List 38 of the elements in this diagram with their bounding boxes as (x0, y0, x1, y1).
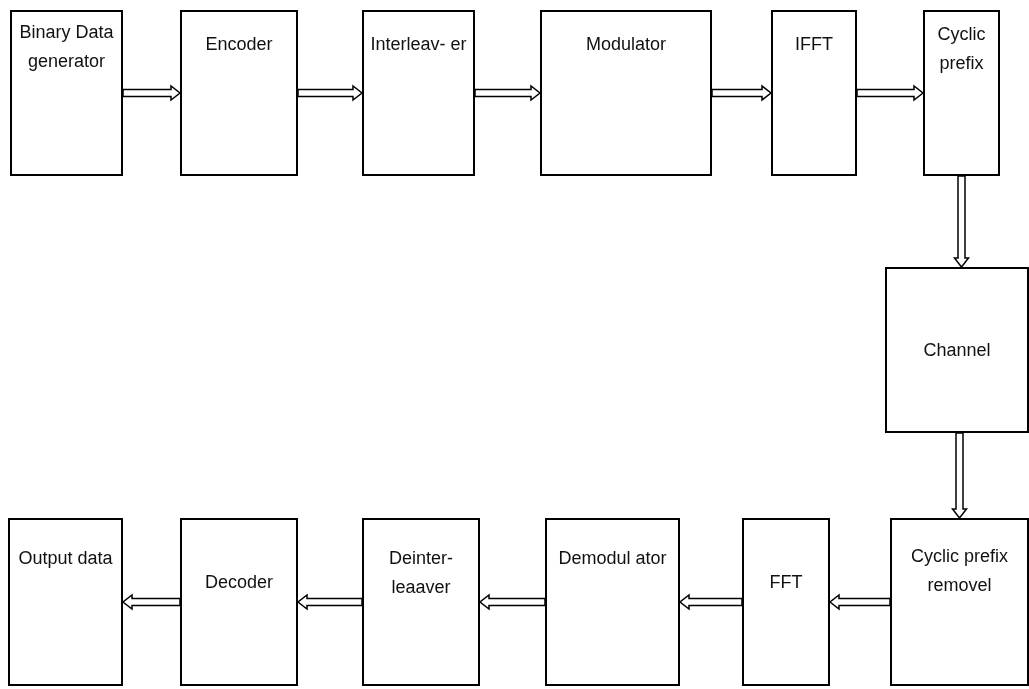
process-box (362, 10, 475, 176)
process-box (742, 518, 830, 686)
hollow-arrow (678, 593, 743, 611)
process-box (923, 10, 1000, 176)
process-box (180, 518, 298, 686)
hollow-arrow (711, 84, 773, 102)
block-label: FFT (769, 571, 803, 594)
process-box (180, 10, 298, 176)
hollow-arrow (952, 175, 971, 269)
block-label: Cyclic prefix (936, 23, 987, 75)
process-box (8, 518, 123, 686)
hollow-arrow (828, 593, 891, 611)
hollow-arrow (856, 84, 925, 102)
hollow-arrow (296, 593, 363, 611)
process-box (885, 267, 1029, 433)
block-label: Channel (923, 338, 991, 362)
process-box (10, 10, 123, 176)
block-label: Interleav- er (370, 33, 467, 56)
hollow-arrow (474, 84, 542, 102)
block-label: Output data (18, 547, 113, 570)
process-box (362, 518, 480, 686)
block-label: Demodul ator (558, 547, 667, 570)
block-label: Modulator (585, 33, 666, 56)
hollow-arrow (297, 84, 364, 102)
block-label: Encoder (205, 33, 273, 56)
block-label: IFFT (795, 33, 833, 56)
block-label: Decoder (204, 571, 273, 594)
process-box (890, 518, 1029, 686)
hollow-arrow (950, 432, 969, 520)
hollow-arrow (478, 593, 546, 611)
block-label: Binary Data generator (18, 21, 115, 73)
process-box (540, 10, 712, 176)
hollow-arrow (121, 593, 181, 611)
block-label: Cyclic prefix removel (910, 545, 1009, 597)
block-label: Deinter- leaaver (388, 547, 454, 599)
process-box (771, 10, 857, 176)
hollow-arrow (122, 84, 182, 102)
process-box (545, 518, 680, 686)
